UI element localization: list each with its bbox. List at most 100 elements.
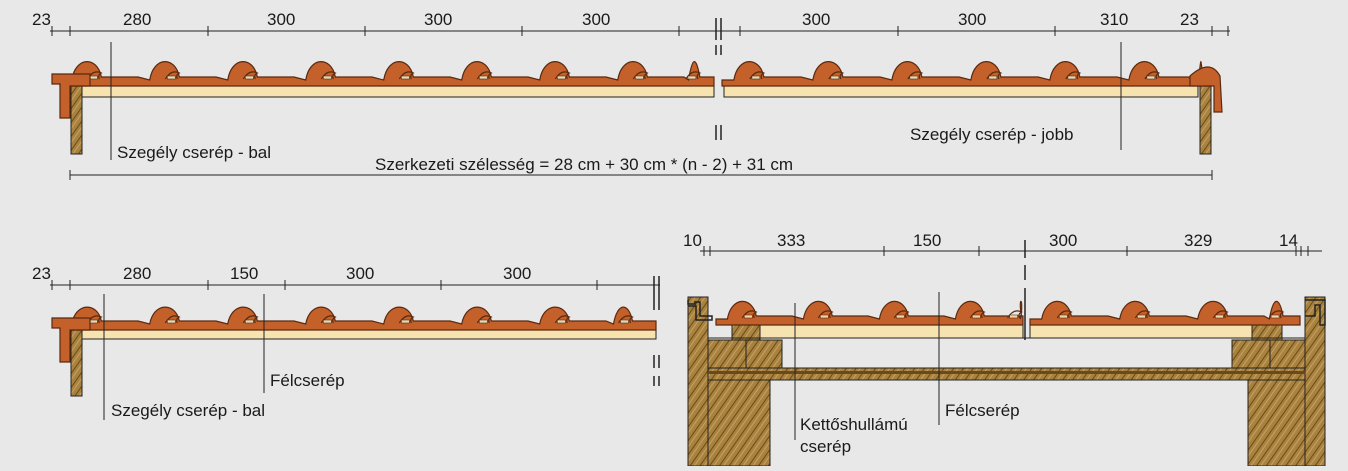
tile-lug [245,75,254,80]
tile-hook [632,71,649,80]
dim-label: 300 [958,10,986,29]
dim-label: 300 [424,10,452,29]
tile-hook [1007,310,1023,319]
tile-hook [320,315,337,324]
dim-label: 333 [777,231,805,250]
label-half-tile: Félcserép [270,371,345,390]
roof-tile-row [59,306,657,331]
tile-lug [245,319,254,324]
tile-lug [909,75,919,80]
tile-hook [817,310,834,319]
tile-lug [1215,314,1224,319]
tile-hook [1056,310,1073,319]
dim-label: 300 [582,10,610,29]
tile-lug [1067,75,1077,80]
dim-label: 280 [123,10,151,29]
dim-label: 150 [230,264,258,283]
tile-lug [1009,314,1018,319]
tile-hook [242,315,259,324]
tile-hook [1065,71,1082,80]
tile-lug [971,314,981,319]
dim-label: 300 [267,10,295,29]
tile-hook [554,71,571,80]
tile-hook [320,71,337,80]
label-double-wave-line1: Kettőshullámú [800,415,908,434]
dim-label: 23 [32,264,51,283]
edge-tile-left [51,317,91,363]
dim-label: 300 [346,264,374,283]
tile-lug [401,75,410,80]
tile-hook [969,310,986,319]
tile-lug [557,319,566,324]
tile-hook [554,315,571,324]
formula-label: Szerkezeti szélesség = 28 cm + 30 cm * (… [375,155,793,174]
dim-label: 14 [1279,231,1298,250]
label-double-wave-line2: cserép [800,437,851,456]
dim-label: 23 [32,10,51,29]
tile-hook [685,71,702,80]
tile-lug [1270,314,1280,319]
tile-lug [988,75,998,80]
tile-hook [986,71,1003,80]
tile-lug [1146,75,1156,80]
dim-label: 300 [802,10,830,29]
tile-hook [893,310,910,319]
tile-hook [828,71,845,80]
tile-hook [476,315,493,324]
label-edge-right: Szegély cserép - jobb [910,125,1073,144]
diagram-top: 23 280 300 300 300 300 300 310 23 Szegél… [32,10,1230,180]
dim-label: 280 [123,264,151,283]
dim-label: 300 [1049,231,1077,250]
tile-hook [1134,310,1151,319]
diagram-bottom-left: 23 280 150 300 300 Félcserép Szegély cse… [32,264,660,420]
tile-hook [398,71,415,80]
label-edge-left: Szegély cserép - bal [111,401,265,420]
tile-lug [479,75,488,80]
dim-label: 300 [503,264,531,283]
tile-hook [86,71,103,80]
tile-lug [743,314,753,319]
tile-hook [1144,71,1161,80]
tile-lug [830,75,840,80]
tile-lug [479,319,488,324]
dim-label: 23 [1180,10,1199,29]
edge-tile-left [51,73,91,119]
tile-lug [323,75,332,80]
tile-lug [557,75,566,80]
label-half-tile: Félcserép [945,401,1020,420]
roof-tile-row [721,61,1211,87]
tile-lug [1059,314,1068,319]
tile-hook [86,315,103,324]
tile-hook [1212,310,1229,319]
tile-hook [617,315,634,324]
dim-label: 10 [683,231,702,250]
roof-tile-row [59,61,715,87]
tile-hook [907,71,924,80]
tile-lug [167,75,176,80]
diagram-bottom-right: 10 333 150 300 329 14 [683,231,1326,467]
tile-lug [635,75,644,80]
dim-label: 150 [913,231,941,250]
tile-hook [741,310,758,319]
tile-hook [749,71,766,80]
roof-tile-row [1029,300,1301,326]
edge-tile-right [1189,66,1223,113]
label-edge-left: Szegély cserép - bal [117,143,271,162]
dim-label: 310 [1100,10,1128,29]
tile-hook [242,71,259,80]
tile-lug [751,75,761,80]
tile-hook [164,71,181,80]
dim-label: 329 [1184,231,1212,250]
tile-hook [1268,310,1285,319]
tile-lug [167,319,176,324]
tile-lug [895,314,905,319]
tile-lug [687,75,697,80]
tile-hook [164,315,181,324]
tile-lug [323,319,332,324]
tile-lug [401,319,410,324]
tile-lug [620,319,629,324]
tile-hook [398,315,415,324]
tile-hook [476,71,493,80]
tile-lug [1137,314,1146,319]
